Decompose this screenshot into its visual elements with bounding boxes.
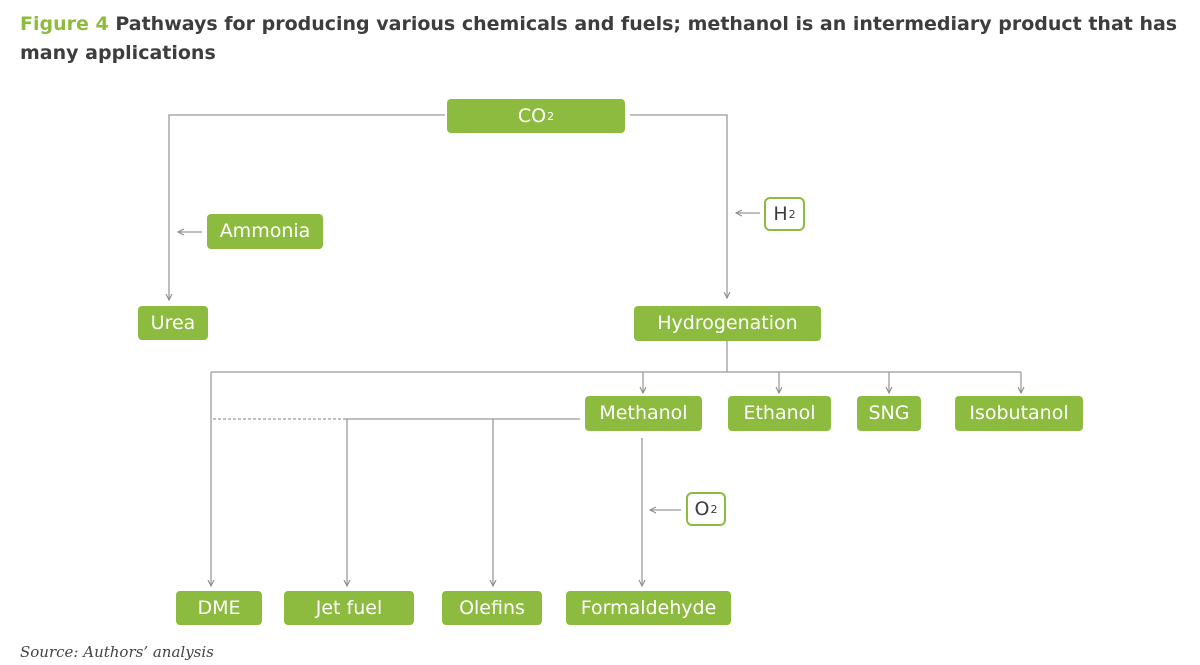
node-jet-fuel-label: Jet fuel <box>315 596 383 619</box>
node-olefins: Olefins <box>442 591 542 625</box>
node-formaldehyde-label: Formaldehyde <box>580 596 717 619</box>
node-hydrogenation: Hydrogenation <box>634 306 821 341</box>
node-urea-label: Urea <box>150 311 196 334</box>
source-note: Source: Authors’ analysis <box>20 643 214 661</box>
node-dme: DME <box>176 591 262 625</box>
node-o2-subscript: 2 <box>710 502 718 516</box>
node-methanol-label: Methanol <box>599 402 688 424</box>
figure-title-text: Pathways for producing various chemicals… <box>20 13 1178 64</box>
node-jet-fuel: Jet fuel <box>284 591 414 625</box>
node-methanol: Methanol <box>585 396 702 431</box>
node-h2-subscript: 2 <box>788 207 796 221</box>
node-sng-label: SNG <box>868 402 910 424</box>
node-co2-subscript: 2 <box>547 109 555 123</box>
figure-title: Figure 4 Pathways for producing various … <box>20 10 1185 68</box>
node-urea: Urea <box>138 306 208 340</box>
node-dme-label: DME <box>197 596 241 619</box>
node-ammonia-label: Ammonia <box>219 220 311 242</box>
node-hydrogenation-label: Hydrogenation <box>657 312 798 334</box>
node-co2-label: CO <box>517 104 547 127</box>
node-o2-label: O <box>694 497 710 520</box>
node-ethanol-label: Ethanol <box>743 402 816 424</box>
node-formaldehyde: Formaldehyde <box>566 591 731 625</box>
node-isobutanol-label: Isobutanol <box>969 402 1069 424</box>
node-h2-label: H <box>773 202 788 225</box>
figure-number: Figure 4 <box>20 13 109 35</box>
node-olefins-label: Olefins <box>459 596 525 619</box>
node-ethanol: Ethanol <box>728 396 831 431</box>
link-co2-hydrogenation <box>630 114 727 298</box>
link-co2-urea <box>169 114 445 300</box>
node-sng: SNG <box>857 396 921 431</box>
node-ammonia: Ammonia <box>207 214 323 249</box>
node-isobutanol: Isobutanol <box>955 396 1083 431</box>
